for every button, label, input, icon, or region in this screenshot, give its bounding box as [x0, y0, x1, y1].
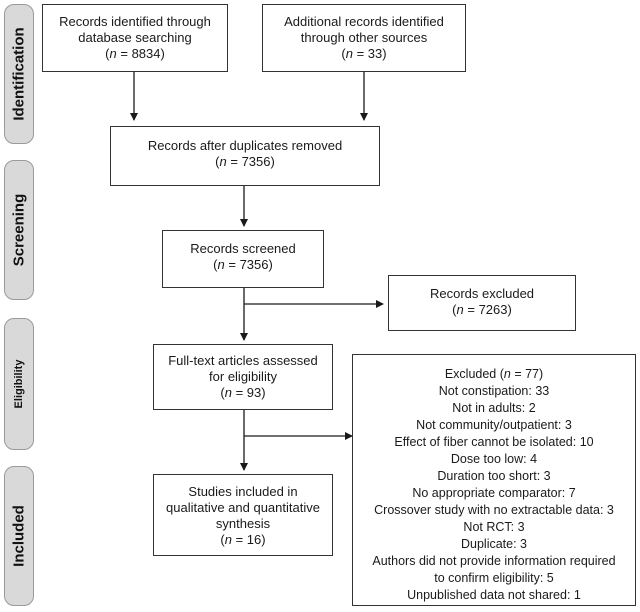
box-studies-included: Studies included in qualitative and quan… — [153, 474, 333, 556]
exclusion-reason: Not in adults: 2 — [452, 401, 536, 415]
exclusion-reason: No appropriate comparator: 7 — [412, 486, 576, 500]
exclusion-reason: Not RCT: 3 — [463, 520, 525, 534]
stage-included: Included — [4, 466, 34, 606]
box-duplicates-removed-line-1: Records after duplicates removed — [147, 138, 343, 153]
box-duplicates-removed: Records after duplicates removed (n = 73… — [110, 126, 380, 186]
box-fulltext-assessed: Full-text articles assessed for eligibil… — [153, 344, 333, 410]
box-records-screened-line-1: Records screened — [190, 241, 296, 256]
exclusion-reason: Authors did not provide information requ… — [372, 554, 616, 568]
box-studies-included-count: (n = 16) — [220, 532, 266, 547]
exclusion-reason: Not constipation: 33 — [438, 384, 550, 398]
box-studies-included-line-3: synthesis — [215, 516, 271, 531]
stage-identification: Identification — [4, 4, 34, 144]
box-database-search-count: (n = 8834) — [105, 46, 165, 61]
box-fulltext-assessed-count: (n = 93) — [220, 385, 266, 400]
box-fulltext-excluded-heading: Excluded (n = 77) — [444, 367, 544, 381]
box-fulltext-assessed-line-1: Full-text articles assessed — [168, 353, 318, 368]
box-records-screened-count: (n = 7356) — [213, 257, 273, 272]
box-database-search-line-2: database searching — [78, 30, 192, 45]
exclusion-reason: Not community/outpatient: 3 — [416, 418, 572, 432]
box-records-excluded-count: (n = 7263) — [452, 302, 512, 317]
box-duplicates-removed-count: (n = 7356) — [215, 154, 275, 169]
box-studies-included-line-1: Studies included in — [188, 484, 298, 499]
box-records-screened: Records screened (n = 7356) — [162, 230, 324, 288]
exclusion-reason: Dose too low: 4 — [450, 452, 538, 466]
box-other-sources-count: (n = 33) — [341, 46, 387, 61]
stage-eligibility: Eligibility — [4, 318, 34, 450]
exclusion-reason: Unpublished data not shared: 1 — [407, 588, 581, 602]
box-database-search: Records identified through database sear… — [42, 4, 228, 72]
exclusion-reason: Effect of fiber cannot be isolated: 10 — [394, 435, 594, 449]
box-other-sources-line-1: Additional records identified — [284, 14, 444, 29]
stage-screening: Screening — [4, 160, 34, 300]
box-other-sources: Additional records identified through ot… — [262, 4, 466, 72]
exclusion-reason: Crossover study with no extractable data… — [374, 503, 614, 517]
box-fulltext-assessed-line-2: for eligibility — [209, 369, 277, 384]
exclusion-reason: to confirm eligibility: 5 — [434, 571, 554, 585]
box-records-excluded: Records excluded (n = 7263) — [388, 275, 576, 331]
box-database-search-line-1: Records identified through — [59, 14, 211, 29]
box-fulltext-excluded: Excluded (n = 77) Not constipation: 33 N… — [352, 354, 636, 606]
box-records-excluded-line-1: Records excluded — [429, 286, 535, 301]
exclusion-reason: Duplicate: 3 — [460, 537, 527, 551]
box-studies-included-line-2: qualitative and quantitative — [166, 500, 320, 515]
box-other-sources-line-2: through other sources — [300, 30, 428, 45]
exclusion-reason: Duration too short: 3 — [437, 469, 551, 483]
